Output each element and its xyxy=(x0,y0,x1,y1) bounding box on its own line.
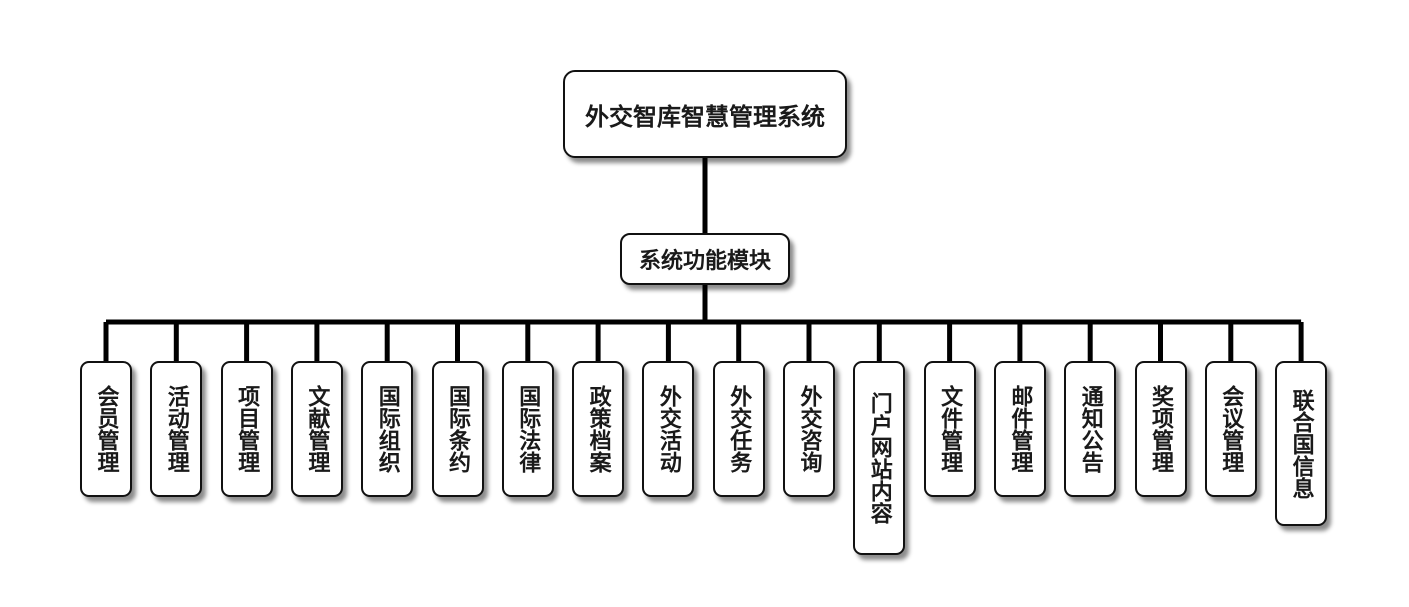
connector-bus-group xyxy=(103,319,1304,361)
module-label: 国际法律 xyxy=(515,385,541,473)
module-node[interactable]: 政策档案 xyxy=(572,361,625,497)
module-node[interactable]: 会员管理 xyxy=(80,361,132,497)
module-node[interactable]: 外交任务 xyxy=(712,361,765,497)
module-label: 联合国信息 xyxy=(1288,388,1314,499)
module-label: 邮件管理 xyxy=(1007,385,1033,473)
root-node-label: 外交智库智慧管理系统 xyxy=(585,102,825,131)
module-node[interactable]: 会议管理 xyxy=(1204,361,1257,497)
module-node[interactable]: 通知公告 xyxy=(1064,361,1117,497)
module-node[interactable]: 国际条约 xyxy=(431,361,484,497)
module-node[interactable]: 联合国信息 xyxy=(1275,361,1328,526)
module-label: 外交活动 xyxy=(655,385,681,473)
module-label: 通知公告 xyxy=(1077,385,1103,473)
module-label: 会员管理 xyxy=(93,385,119,473)
module-node[interactable]: 国际组织 xyxy=(361,361,414,497)
module-label: 国际条约 xyxy=(445,385,470,473)
module-node[interactable]: 活动管理 xyxy=(150,361,203,497)
module-label: 外交咨询 xyxy=(796,385,822,473)
module-node[interactable]: 邮件管理 xyxy=(993,361,1046,497)
module-label: 文件管理 xyxy=(937,385,963,473)
module-label: 会议管理 xyxy=(1218,385,1244,473)
module-node[interactable]: 奖项管理 xyxy=(1134,361,1187,497)
module-node[interactable]: 国际法律 xyxy=(501,361,554,497)
root-node[interactable]: 外交智库智慧管理系统 xyxy=(563,70,847,158)
module-node[interactable]: 门户网站内容 xyxy=(853,361,906,555)
module-label: 门户网站内容 xyxy=(866,392,892,524)
module-node[interactable]: 外交活动 xyxy=(642,361,695,497)
system-modules-label: 系统功能模块 xyxy=(638,249,771,274)
module-label: 国际组织 xyxy=(374,385,400,473)
module-label: 奖项管理 xyxy=(1148,385,1173,473)
module-label: 文献管理 xyxy=(304,385,330,473)
system-modules-node[interactable]: 系统功能模块 xyxy=(620,233,790,285)
module-label: 外交任务 xyxy=(726,385,752,473)
module-node[interactable]: 文件管理 xyxy=(923,361,976,497)
module-label: 活动管理 xyxy=(163,385,189,473)
module-label: 项目管理 xyxy=(234,385,260,473)
module-label: 政策档案 xyxy=(585,385,611,473)
module-node[interactable]: 项目管理 xyxy=(220,361,273,497)
module-node[interactable]: 外交咨询 xyxy=(783,361,835,497)
module-node[interactable]: 文献管理 xyxy=(290,361,343,497)
